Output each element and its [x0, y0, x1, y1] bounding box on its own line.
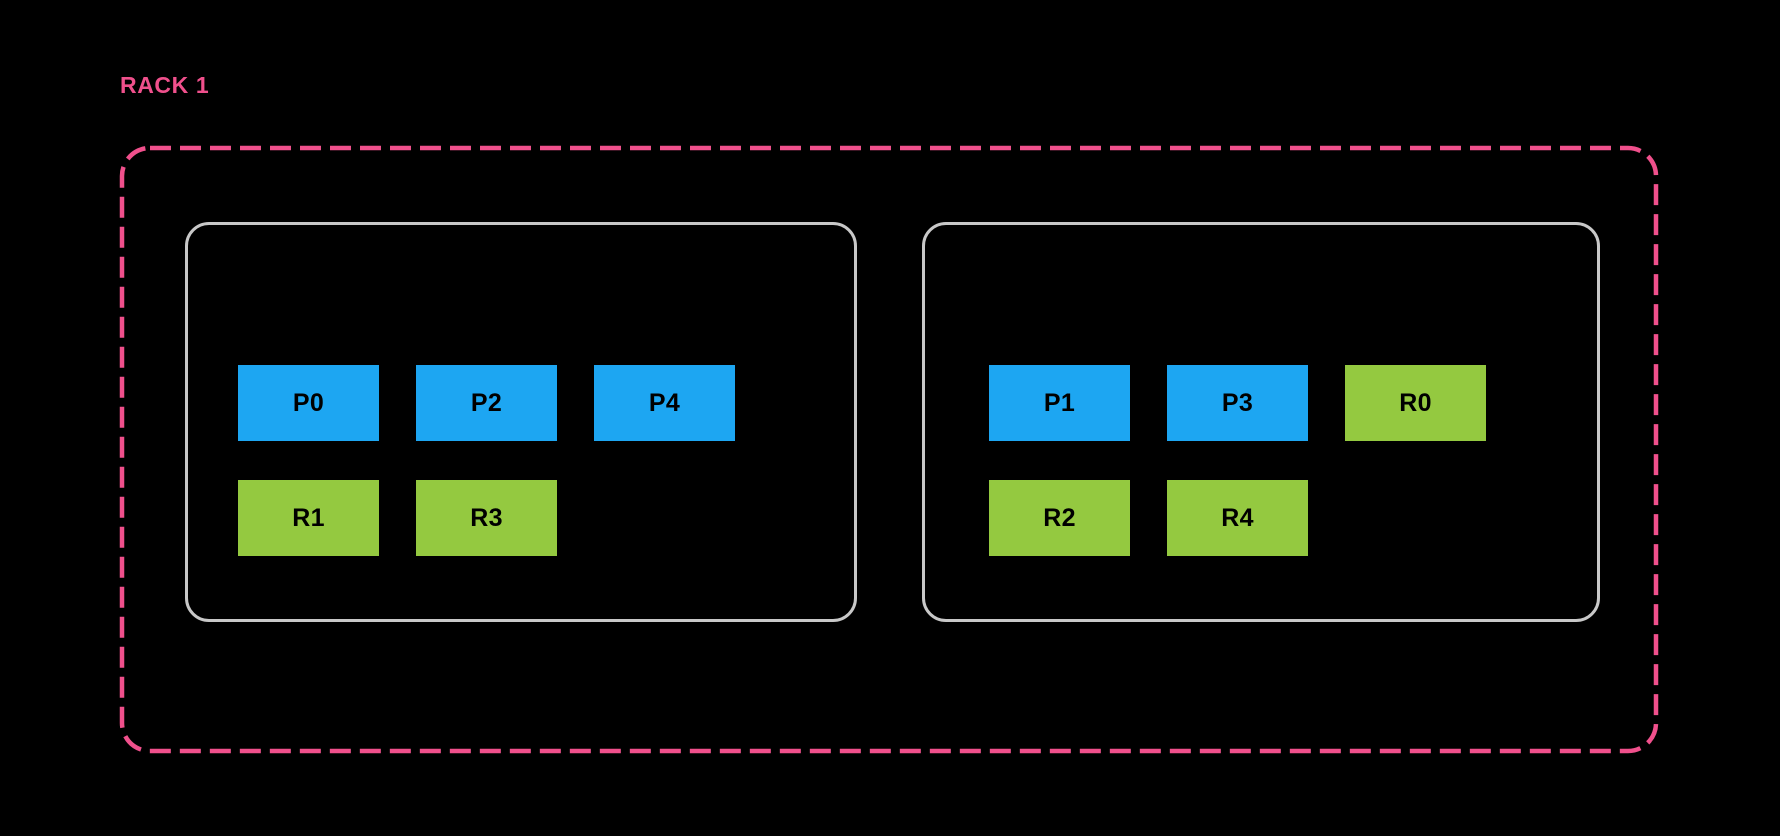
rack-boundary [119, 145, 1659, 754]
block-r0[interactable]: R0 [1345, 365, 1486, 441]
block-p0[interactable]: P0 [238, 365, 379, 441]
rack-label: RACK 1 [120, 72, 210, 98]
block-p4[interactable]: P4 [594, 365, 735, 441]
block-r2[interactable]: R2 [989, 480, 1130, 556]
block-p3[interactable]: P3 [1167, 365, 1308, 441]
rack-boundary-outline [119, 145, 1659, 754]
block-r3[interactable]: R3 [416, 480, 557, 556]
node-panel-1 [922, 222, 1600, 622]
block-r1[interactable]: R1 [238, 480, 379, 556]
node-panel-0 [185, 222, 857, 622]
block-r4[interactable]: R4 [1167, 480, 1308, 556]
block-p1[interactable]: P1 [989, 365, 1130, 441]
block-p2[interactable]: P2 [416, 365, 557, 441]
